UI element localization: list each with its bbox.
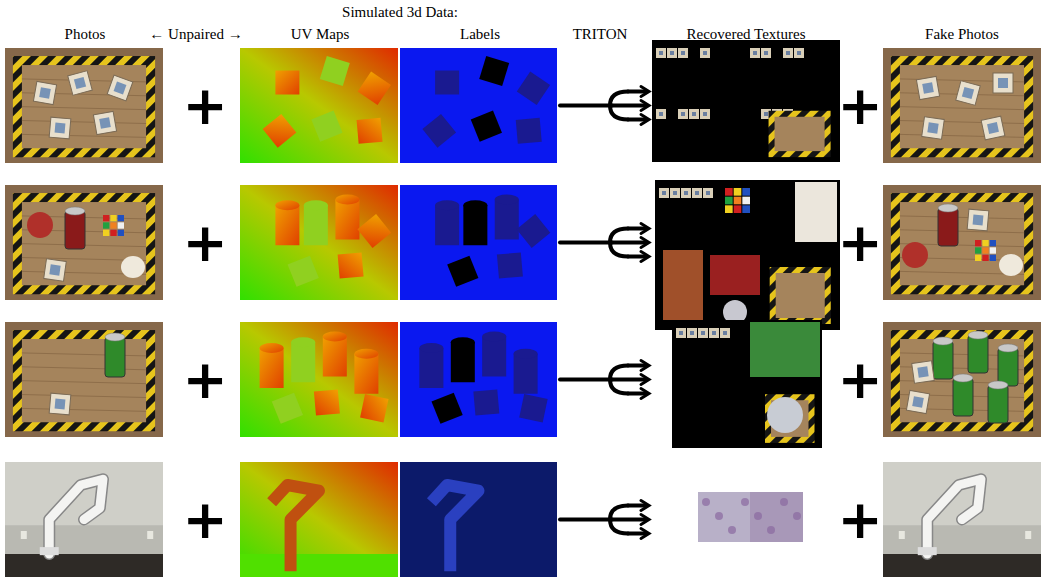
plus-sign: +	[182, 350, 227, 409]
column-heading: TRITON	[573, 26, 628, 43]
plus-sign: +	[837, 490, 882, 549]
plus-sign: +	[182, 213, 227, 272]
photo	[5, 322, 163, 437]
uv-map	[240, 185, 398, 300]
fake-photo	[883, 462, 1041, 577]
plus-sign: +	[837, 76, 882, 135]
recovered-texture	[652, 40, 840, 162]
label-map	[400, 185, 557, 300]
photo	[5, 462, 163, 577]
column-heading: Recovered Textures	[686, 26, 805, 43]
trident-symbol	[560, 87, 649, 125]
photo	[5, 48, 163, 163]
trident-symbol	[560, 361, 649, 399]
recovered-texture	[672, 320, 822, 448]
uv-map	[240, 322, 398, 437]
plus-sign: +	[837, 350, 882, 409]
column-heading: UV Maps	[291, 26, 349, 43]
plus-sign: +	[182, 490, 227, 549]
label-map	[400, 322, 557, 437]
plus-sign: +	[182, 76, 227, 135]
fake-photo	[883, 185, 1041, 300]
column-heading: Photos	[65, 26, 106, 43]
photo	[5, 185, 163, 300]
uv-map	[240, 462, 398, 577]
figure-heading: Simulated 3d Data:	[342, 4, 458, 21]
label-map	[400, 462, 557, 577]
recovered-texture	[655, 180, 840, 330]
trident-symbol	[560, 501, 649, 539]
fake-photo	[883, 322, 1041, 437]
plus-sign: +	[837, 213, 882, 272]
label-map	[400, 48, 557, 163]
trident-symbol	[560, 224, 649, 262]
column-heading: Labels	[460, 26, 500, 43]
uv-map	[240, 48, 398, 163]
column-heading: ← Unpaired →	[149, 26, 242, 43]
recovered-texture	[698, 492, 803, 542]
column-heading: Fake Photos	[925, 26, 999, 43]
fake-photo	[883, 48, 1041, 163]
